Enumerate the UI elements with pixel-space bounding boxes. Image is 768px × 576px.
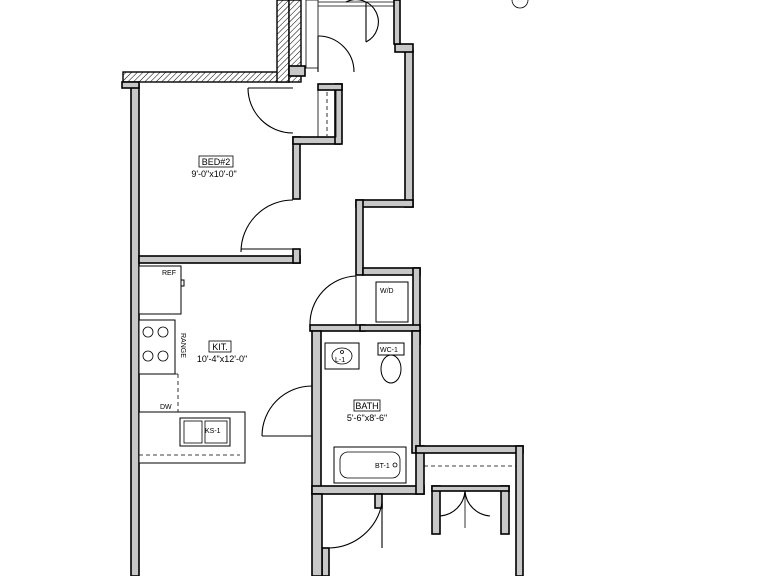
bed2-name: BED#2 [202, 157, 231, 167]
refrigerator [138, 265, 182, 315]
kitchen-name: KIT. [212, 342, 228, 352]
lavatory [324, 342, 360, 370]
toilet-bowl [380, 354, 402, 384]
range-label: RANGE [179, 333, 186, 358]
bedroom-doors [240, 87, 337, 253]
dw-label: DW [160, 404, 172, 411]
bathtub-label: BT-1 [375, 463, 390, 470]
bath-name-box [353, 399, 381, 412]
fixture-labels: REF RANGE DW KS-1 W/D L-1 WC-1 BT-1 [160, 270, 398, 470]
bath-dims: 5'-6"x8'-6" [347, 413, 387, 423]
kitchen-name-box [208, 340, 232, 353]
closet-double-door [424, 465, 516, 528]
kitchen-sink-label: KS-1 [205, 428, 221, 435]
ref-label: REF [162, 270, 176, 277]
lower-bedroom-door [328, 502, 383, 549]
wd-door [309, 275, 409, 326]
entry-doors [305, 0, 529, 73]
bath-name: BATH [355, 401, 378, 411]
toilet-label: WC-1 [380, 347, 398, 354]
bath-fixtures [324, 342, 407, 484]
bath-door [261, 385, 313, 437]
hatched-exterior-wall [122, 0, 306, 83]
walls [121, 0, 524, 576]
washer-dryer-label: W/D [380, 288, 394, 295]
bed2-name-box [198, 155, 234, 168]
kitchen-dims: 10'-4"x12'-0" [197, 354, 247, 364]
bed2-dims: 9'-0"x10'-0" [191, 169, 236, 179]
washer-dryer-unit [375, 281, 409, 323]
lavatory-label: L-1 [335, 357, 345, 364]
room-labels: BED#2 9'-0"x10'-0" KIT. 10'-4"x12'-0" BA… [191, 155, 387, 423]
bathtub [333, 446, 407, 484]
kitchen-fixtures [138, 265, 246, 464]
